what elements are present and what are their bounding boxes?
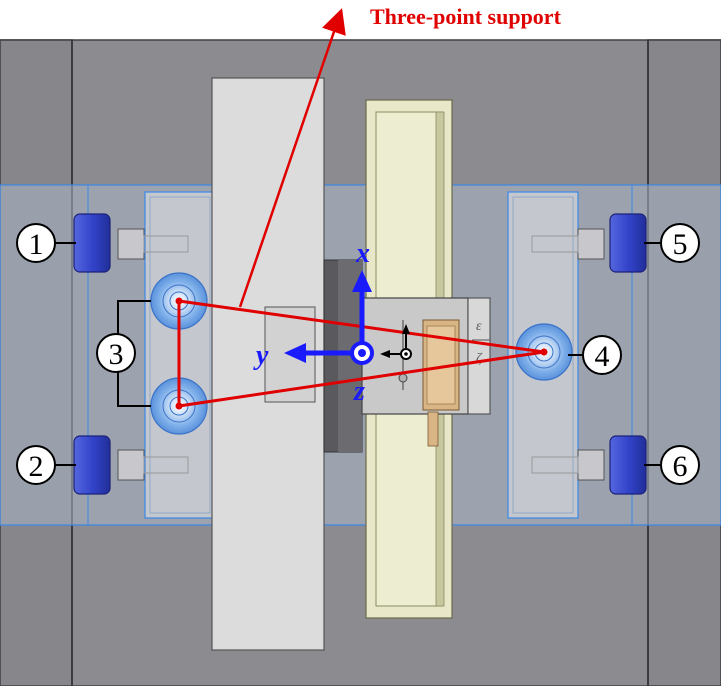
blue-nuts bbox=[73, 213, 647, 495]
annotation-title: Three-point support bbox=[370, 4, 562, 29]
bolt-lower-left bbox=[117, 449, 189, 481]
callout-6: 6 bbox=[660, 445, 700, 485]
nut-6 bbox=[609, 435, 647, 495]
side-mark-lower: ζ bbox=[476, 351, 483, 366]
svg-text:6: 6 bbox=[673, 450, 688, 483]
svg-text:4: 4 bbox=[595, 340, 610, 373]
bolt-upper-right bbox=[531, 228, 605, 260]
y-axis-arrowhead bbox=[284, 343, 306, 363]
svg-text:5: 5 bbox=[673, 228, 688, 261]
nut-5 bbox=[609, 213, 647, 273]
bolt-lower-right bbox=[531, 449, 605, 481]
x-axis-label: x bbox=[355, 238, 370, 269]
nut-1 bbox=[73, 213, 111, 273]
bolts bbox=[117, 228, 605, 481]
coordinate-axes: x y z bbox=[253, 238, 374, 407]
callout-5: 5 bbox=[660, 223, 700, 263]
svg-text:1: 1 bbox=[29, 228, 44, 261]
nut-2 bbox=[73, 435, 111, 495]
callout-2: 2 bbox=[16, 445, 56, 485]
svg-text:3: 3 bbox=[109, 338, 124, 371]
svg-text:2: 2 bbox=[29, 450, 44, 483]
side-mark-upper: ε bbox=[476, 319, 482, 334]
callout-3: 3 bbox=[96, 333, 136, 373]
annotation-arrow bbox=[238, 8, 346, 308]
y-axis-label: y bbox=[253, 340, 269, 371]
z-axis-label: z bbox=[353, 376, 365, 407]
callout-leaders bbox=[54, 242, 660, 466]
x-axis-arrowhead bbox=[352, 270, 372, 292]
vertical-slab bbox=[211, 77, 325, 651]
bolt-upper-left bbox=[117, 228, 189, 260]
callout-4: 4 bbox=[582, 335, 622, 375]
sensor-axes bbox=[380, 324, 412, 360]
callout-1: 1 bbox=[16, 223, 56, 263]
